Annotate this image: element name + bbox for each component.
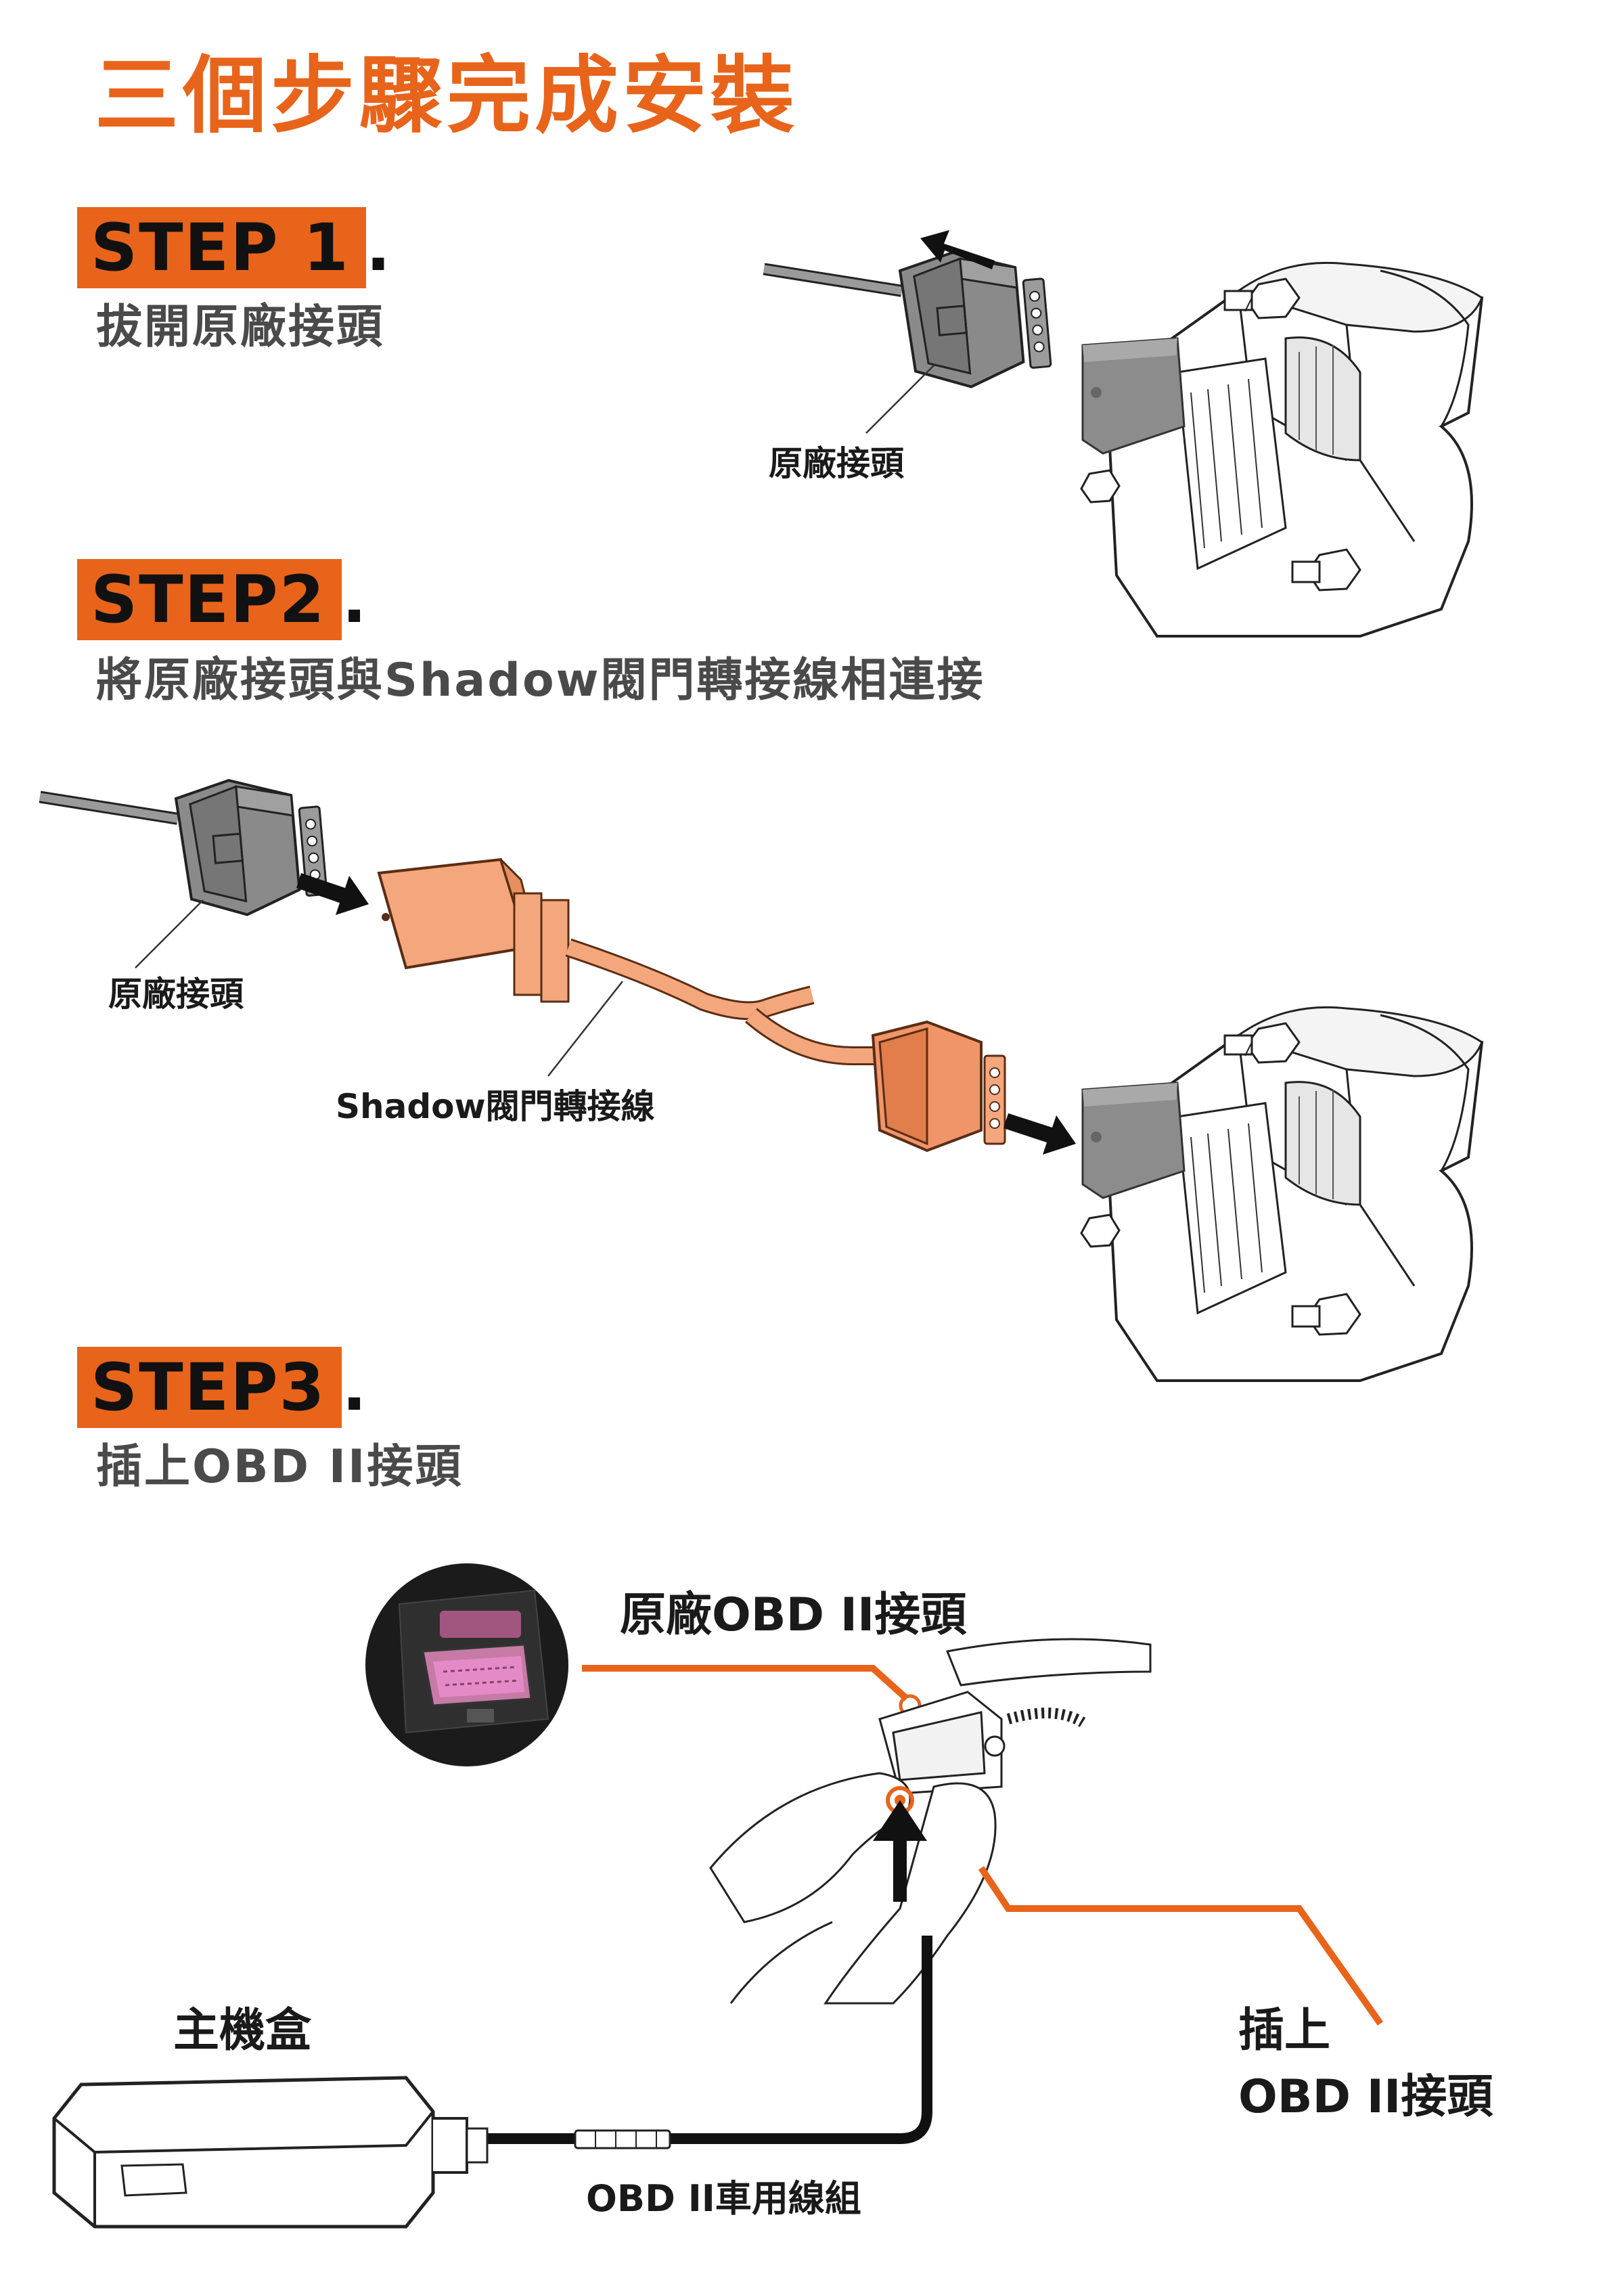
step-3-description: 插上OBD II接頭 [96,1440,464,1494]
callout-line-plug-in [978,1866,1384,2026]
arrow-right-icon [296,873,369,915]
label-oem-connector-step2: 原廠接頭 [108,975,244,1014]
step-1-dot: . [365,210,391,286]
leader-line-step1 [865,365,934,434]
step-2-badge: STEP2 [77,559,342,640]
page-title: 三個步驟完成安裝 [95,47,799,145]
step-2-valve-actuator-icon [1080,1006,1483,1382]
label-main-box: 主機盒 [173,2004,312,2057]
label-oem-connector-step1: 原廠接頭 [769,444,904,483]
main-box-icon [52,2076,489,2229]
leader-line-shadow [547,981,623,1077]
leader-line-step2-oem [135,899,204,968]
step-1-header: STEP 1 . [77,207,390,288]
step-2-description: 將原廠接頭與Shadow閥門轉接線相連接 [96,654,985,707]
step-1-description: 拔開原廠接頭 [96,300,385,354]
label-plug-in-line1: 插上 [1238,2004,1331,2057]
step-3-badge: STEP3 [77,1347,342,1428]
step-3-header: STEP3 . [77,1347,367,1428]
label-shadow-adapter: Shadow閥門轉接線 [336,1087,655,1126]
obd-port-photo-icon [365,1563,568,1766]
step-1-connector-icon [764,245,1052,404]
arrow-left-icon [920,230,995,269]
label-plug-in-line2: OBD II接頭 [1238,2070,1493,2124]
step-1-valve-actuator-icon [1080,261,1483,638]
arrow-right-icon-2 [1003,1113,1076,1155]
step-2-dot: . [342,562,367,638]
callout-line-oem-obd [582,1665,909,1701]
label-oem-obd: 原廠OBD II接頭 [620,1588,967,1642]
hands-plugging-obd-icon [709,1638,1152,2005]
obd-cable-icon [487,1936,932,2144]
step-2-header: STEP2 . [77,559,367,640]
arrow-up-icon [873,1800,927,1902]
step-3-dot: . [342,1350,367,1425]
step-1-badge: STEP 1 [77,207,366,288]
label-obd-cable: OBD II車用線組 [586,2177,861,2220]
cable-inline-connector-icon [574,2129,671,2149]
step-2-oem-connector-icon [40,773,328,932]
shadow-adapter-icon [377,857,1006,1153]
